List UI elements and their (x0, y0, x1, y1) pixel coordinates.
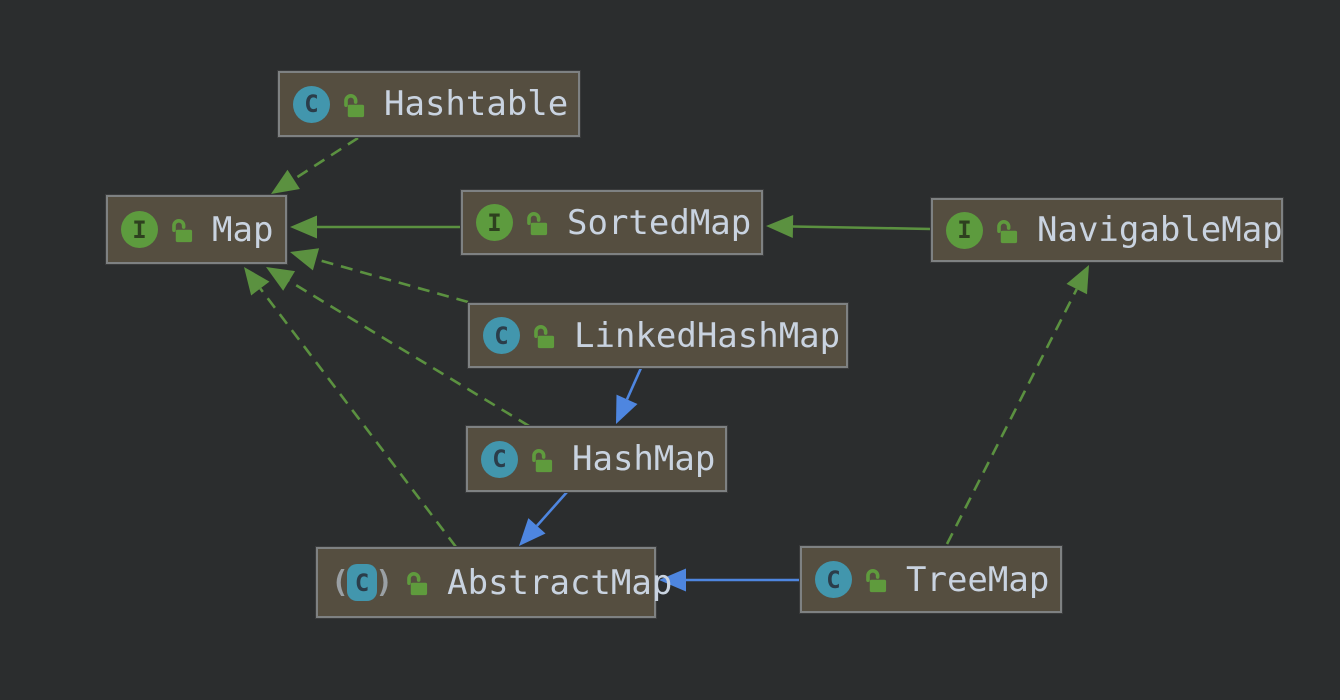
edge-linkedhashmap-hashmap (616, 367, 643, 424)
node-label: SortedMap (567, 202, 752, 243)
node-hashmap[interactable]: C HashMap (466, 426, 727, 492)
unlocked-icon (529, 321, 556, 350)
class-icon: C (815, 561, 852, 598)
arrowhead (616, 394, 638, 424)
unlocked-icon (527, 445, 554, 474)
node-label: Map (212, 209, 274, 250)
node-label: Hashtable (384, 84, 569, 124)
edge-hashtable-map (271, 136, 359, 194)
node-label: TreeMap (906, 559, 1050, 600)
arrowhead (244, 267, 270, 296)
unlocked-icon (522, 208, 549, 237)
node-label: LinkedHashMap (574, 315, 841, 356)
node-navigablemap[interactable]: I NavigableMap (931, 198, 1283, 262)
class-icon: C (347, 564, 378, 601)
abstract-class-icon: ( C ) (331, 564, 393, 601)
arrowhead (659, 568, 686, 592)
abstract-paren-open: ( (331, 565, 350, 600)
class-icon: C (293, 85, 330, 123)
edge-treemap-abstractmap (659, 568, 800, 592)
node-treemap[interactable]: C TreeMap (800, 546, 1062, 613)
unlocked-icon (992, 216, 1019, 245)
edge-hashmap-map (266, 267, 530, 428)
unlocked-icon (167, 215, 194, 244)
interface-icon: I (946, 211, 983, 249)
node-label: HashMap (572, 439, 716, 479)
node-abstractmap[interactable]: ( C ) AbstractMap (316, 547, 672, 618)
node-label: AbstractMap (447, 562, 673, 603)
node-sortedmap[interactable]: I SortedMap (461, 190, 763, 255)
node-hashtable[interactable]: C Hashtable (278, 71, 580, 137)
arrowhead (766, 214, 794, 238)
edge-abstractmap-map (244, 267, 458, 548)
edge-navigablemap-sortedmap (766, 214, 932, 238)
abstract-paren-close: ) (375, 565, 394, 600)
node-linkedhashmap[interactable]: C LinkedHashMap (468, 303, 848, 368)
arrowhead (271, 169, 300, 194)
edge-hashmap-abstractmap (519, 491, 568, 546)
arrowhead (266, 267, 296, 291)
unlocked-icon (402, 568, 429, 597)
arrowhead (1066, 265, 1089, 295)
edge-sortedmap-map (290, 215, 461, 239)
interface-icon: I (121, 211, 158, 248)
unlocked-icon (861, 565, 888, 594)
interface-icon: I (476, 204, 513, 241)
node-map[interactable]: I Map (106, 195, 287, 264)
edge-linkedhashmap-map (290, 248, 469, 304)
arrowhead (519, 518, 546, 546)
arrowhead (290, 248, 320, 271)
class-icon: C (481, 440, 518, 478)
arrowhead (290, 215, 317, 239)
unlocked-icon (339, 90, 366, 119)
node-label: NavigableMap (1037, 210, 1283, 250)
edge-treemap-navigablemap (945, 265, 1089, 545)
class-icon: C (483, 317, 520, 354)
